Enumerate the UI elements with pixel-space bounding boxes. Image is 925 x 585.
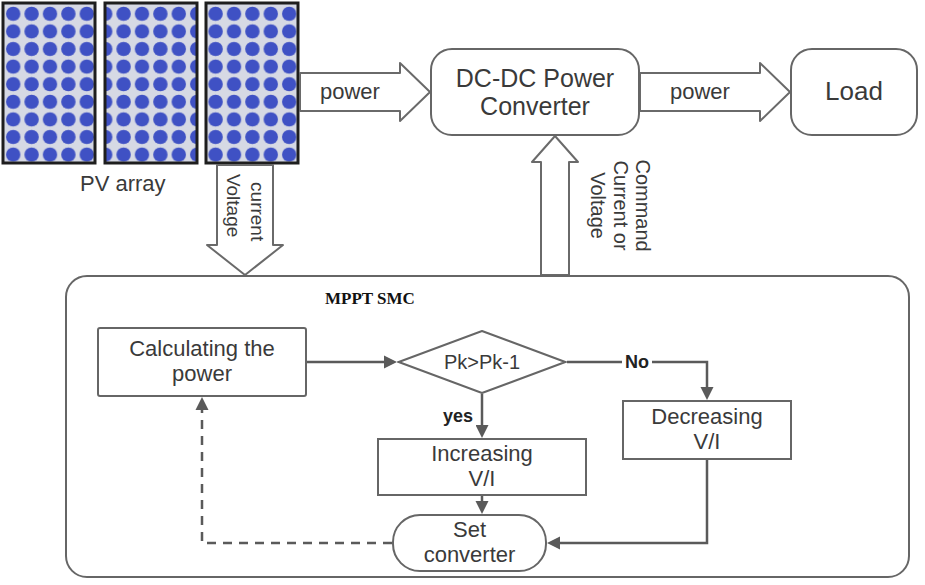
arrow-head [384, 356, 397, 369]
branch-label: yes [440, 406, 476, 426]
group-title: MPPT SMC [325, 289, 415, 308]
arrow-head [476, 501, 489, 514]
process-box: Decreasing V/I [622, 400, 792, 460]
box-text: Pk>Pk-1 [444, 351, 520, 373]
arrow-head [196, 397, 209, 410]
block-arrow-shape [207, 165, 283, 275]
command-label: Command Current or Voltage [586, 150, 653, 262]
block-arrow [207, 165, 283, 275]
pv-panel [3, 3, 95, 163]
signal-label: current [246, 182, 267, 241]
box-text: Set converter [415, 518, 525, 567]
pv-panel [206, 3, 298, 163]
signal-label: Voltage [223, 173, 244, 236]
box-text: Load [825, 77, 883, 106]
pv-panels-illustration [0, 0, 302, 168]
pv-panel [105, 3, 197, 163]
box-text: Decreasing V/I [642, 405, 772, 454]
box-text: Calculating the power [122, 337, 282, 386]
decision-diamond: Pk>Pk-1 [397, 330, 567, 394]
block-arrow [640, 63, 790, 121]
feedback-line [202, 408, 392, 543]
flow-label: power [320, 80, 380, 105]
arrow-head [701, 387, 714, 400]
block-arrow [532, 136, 578, 275]
process-box: Increasing V/I [377, 438, 587, 496]
box-text: DC-DC Power Converter [445, 64, 625, 120]
arrow-head [547, 537, 560, 550]
diamond-outline [399, 331, 566, 393]
flow-arrow [476, 496, 489, 514]
terminal-box: Set converter [392, 514, 547, 572]
flow-line [558, 460, 707, 543]
converter-box: DC-DC Power Converter [430, 48, 640, 136]
box-text: Increasing V/I [417, 442, 547, 491]
pv-array: PV array [0, 0, 300, 165]
process-box: Calculating the power [97, 327, 307, 397]
block-arrow-shape [532, 136, 578, 275]
load-box: Load [790, 48, 918, 136]
block-arrow-shape [300, 63, 430, 121]
flow-line [307, 361, 386, 364]
block-arrow-shape [640, 63, 790, 121]
flow-arrow [307, 356, 397, 369]
flow-label: power [670, 80, 730, 105]
flow-arrow [476, 394, 489, 438]
flow-line [481, 394, 484, 427]
block-arrow [300, 63, 430, 121]
branch-label: No [622, 352, 652, 372]
controller-group: MPPT SMC Calculating the power Pk>Pk-1Incr… [65, 275, 910, 578]
array-caption: PV array [80, 172, 166, 197]
flow-arrow [547, 460, 707, 550]
arrow-head [476, 425, 489, 438]
flow-arrow [196, 397, 393, 543]
